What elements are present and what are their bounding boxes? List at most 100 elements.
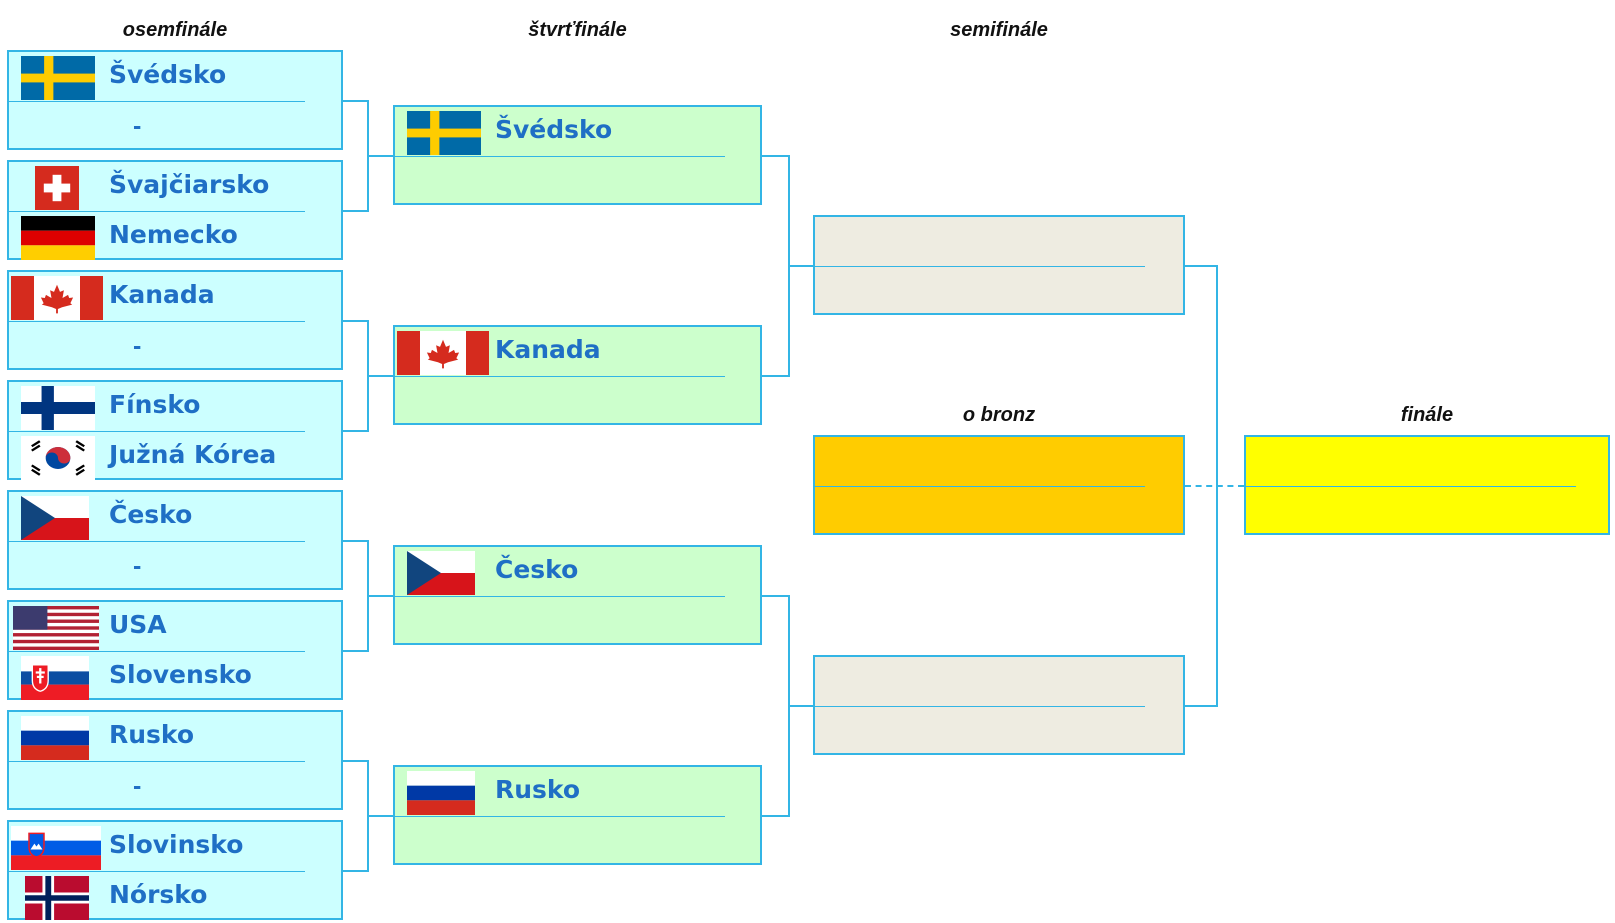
separator	[9, 431, 305, 432]
round-title-sf: semifinále	[950, 19, 1048, 41]
team-slot[interactable]: Fínsko	[9, 382, 341, 430]
team-name: Švédsko	[109, 60, 227, 89]
separator	[9, 871, 305, 872]
russia-flag-icon	[21, 716, 89, 760]
team-slot[interactable]: -	[9, 322, 341, 370]
bracket-connector	[762, 595, 790, 817]
separator	[9, 541, 305, 542]
team-slot[interactable]: Južná Kórea	[9, 432, 341, 480]
team-name: Švédsko	[495, 115, 613, 144]
team-slot[interactable]: Rusko	[395, 767, 760, 815]
separator	[395, 596, 725, 597]
russia-flag-icon	[407, 771, 475, 815]
team-name-placeholder: -	[133, 772, 142, 800]
team-name: Slovensko	[109, 660, 252, 689]
team-name: Česko	[495, 555, 579, 584]
match-qf-3[interactable]: Česko	[393, 545, 762, 645]
bracket-connector	[343, 760, 369, 872]
bracket-connector	[367, 155, 393, 157]
team-name-placeholder: -	[133, 112, 142, 140]
bracket-connector	[788, 265, 813, 267]
match-qf-4[interactable]: Rusko	[393, 765, 762, 865]
separator	[815, 486, 1145, 487]
bracket-connector	[788, 705, 813, 707]
round-title-qf: štvrťfinále	[528, 19, 627, 41]
team-name: Fínsko	[109, 390, 201, 419]
round-title-final: finále	[1400, 404, 1454, 426]
canada-flag-icon	[397, 331, 489, 375]
bracket-connector	[367, 595, 393, 597]
team-slot[interactable]: USA	[9, 602, 341, 650]
team-name-placeholder: -	[133, 552, 142, 580]
separator	[815, 266, 1145, 267]
match-r16-4[interactable]: Fínsko Južná Kórea	[7, 380, 343, 480]
separator	[9, 321, 305, 322]
slovakia-flag-icon	[21, 656, 89, 700]
team-slot[interactable]: Česko	[395, 547, 760, 595]
bracket-connector	[367, 815, 393, 817]
match-qf-1[interactable]: Švédsko	[393, 105, 762, 205]
match-r16-6[interactable]: USA Slovensko	[7, 600, 343, 700]
south-korea-flag-icon	[21, 436, 95, 480]
team-name: Kanada	[495, 335, 601, 364]
team-name: Rusko	[495, 775, 581, 804]
team-name: Južná Kórea	[109, 440, 277, 469]
czech-flag-icon	[407, 551, 475, 595]
team-slot[interactable]: Švajčiarsko	[9, 162, 341, 210]
round-title-r16: osemfinále	[122, 19, 228, 41]
team-slot[interactable]: Slovinsko	[9, 822, 341, 870]
team-slot[interactable]: -	[9, 102, 341, 150]
match-final[interactable]	[1244, 435, 1610, 535]
team-slot[interactable]: Kanada	[9, 272, 341, 320]
team-slot[interactable]: Nemecko	[9, 212, 341, 260]
bracket-connector	[367, 375, 393, 377]
germany-flag-icon	[21, 216, 95, 260]
match-bronze[interactable]	[813, 435, 1185, 535]
slovenia-flag-icon	[11, 826, 101, 870]
finland-flag-icon	[21, 386, 95, 430]
team-slot[interactable]: Kanada	[395, 327, 760, 375]
team-name-placeholder: -	[133, 332, 142, 360]
bracket-connector-dashed	[1185, 485, 1244, 487]
match-qf-2[interactable]: Kanada	[393, 325, 762, 425]
bracket-connector	[343, 540, 369, 652]
separator	[1246, 486, 1576, 487]
separator	[395, 816, 725, 817]
match-r16-2[interactable]: Švajčiarsko Nemecko	[7, 160, 343, 260]
separator	[395, 376, 725, 377]
sweden-flag-icon	[407, 111, 481, 155]
team-slot[interactable]: -	[9, 762, 341, 810]
team-slot[interactable]: Česko	[9, 492, 341, 540]
team-slot[interactable]: Nórsko	[9, 872, 341, 920]
team-slot[interactable]: Slovensko	[9, 652, 341, 700]
canada-flag-icon	[11, 276, 103, 320]
bracket-connector	[762, 155, 790, 377]
match-r16-5[interactable]: Česko -	[7, 490, 343, 590]
match-r16-1[interactable]: Švédsko -	[7, 50, 343, 150]
team-name: Česko	[109, 500, 193, 529]
team-name: USA	[109, 610, 167, 639]
team-name: Rusko	[109, 720, 195, 749]
separator	[9, 761, 305, 762]
bracket-connector	[343, 100, 369, 212]
match-sf-1[interactable]	[813, 215, 1185, 315]
team-name: Kanada	[109, 280, 215, 309]
team-slot[interactable]: Švédsko	[395, 107, 760, 155]
switzerland-flag-icon	[35, 166, 79, 210]
bracket-connector	[343, 320, 369, 432]
norway-flag-icon	[25, 876, 89, 920]
match-r16-3[interactable]: Kanada -	[7, 270, 343, 370]
separator	[815, 706, 1145, 707]
separator	[9, 651, 305, 652]
match-sf-2[interactable]	[813, 655, 1185, 755]
match-r16-8[interactable]: Slovinsko Nórsko	[7, 820, 343, 920]
separator	[9, 101, 305, 102]
team-slot[interactable]: -	[9, 542, 341, 590]
team-name: Švajčiarsko	[109, 170, 270, 199]
team-name: Slovinsko	[109, 830, 244, 859]
team-slot[interactable]: Rusko	[9, 712, 341, 760]
sweden-flag-icon	[21, 56, 95, 100]
team-slot[interactable]: Švédsko	[9, 52, 341, 100]
czech-flag-icon	[21, 496, 89, 540]
match-r16-7[interactable]: Rusko -	[7, 710, 343, 810]
